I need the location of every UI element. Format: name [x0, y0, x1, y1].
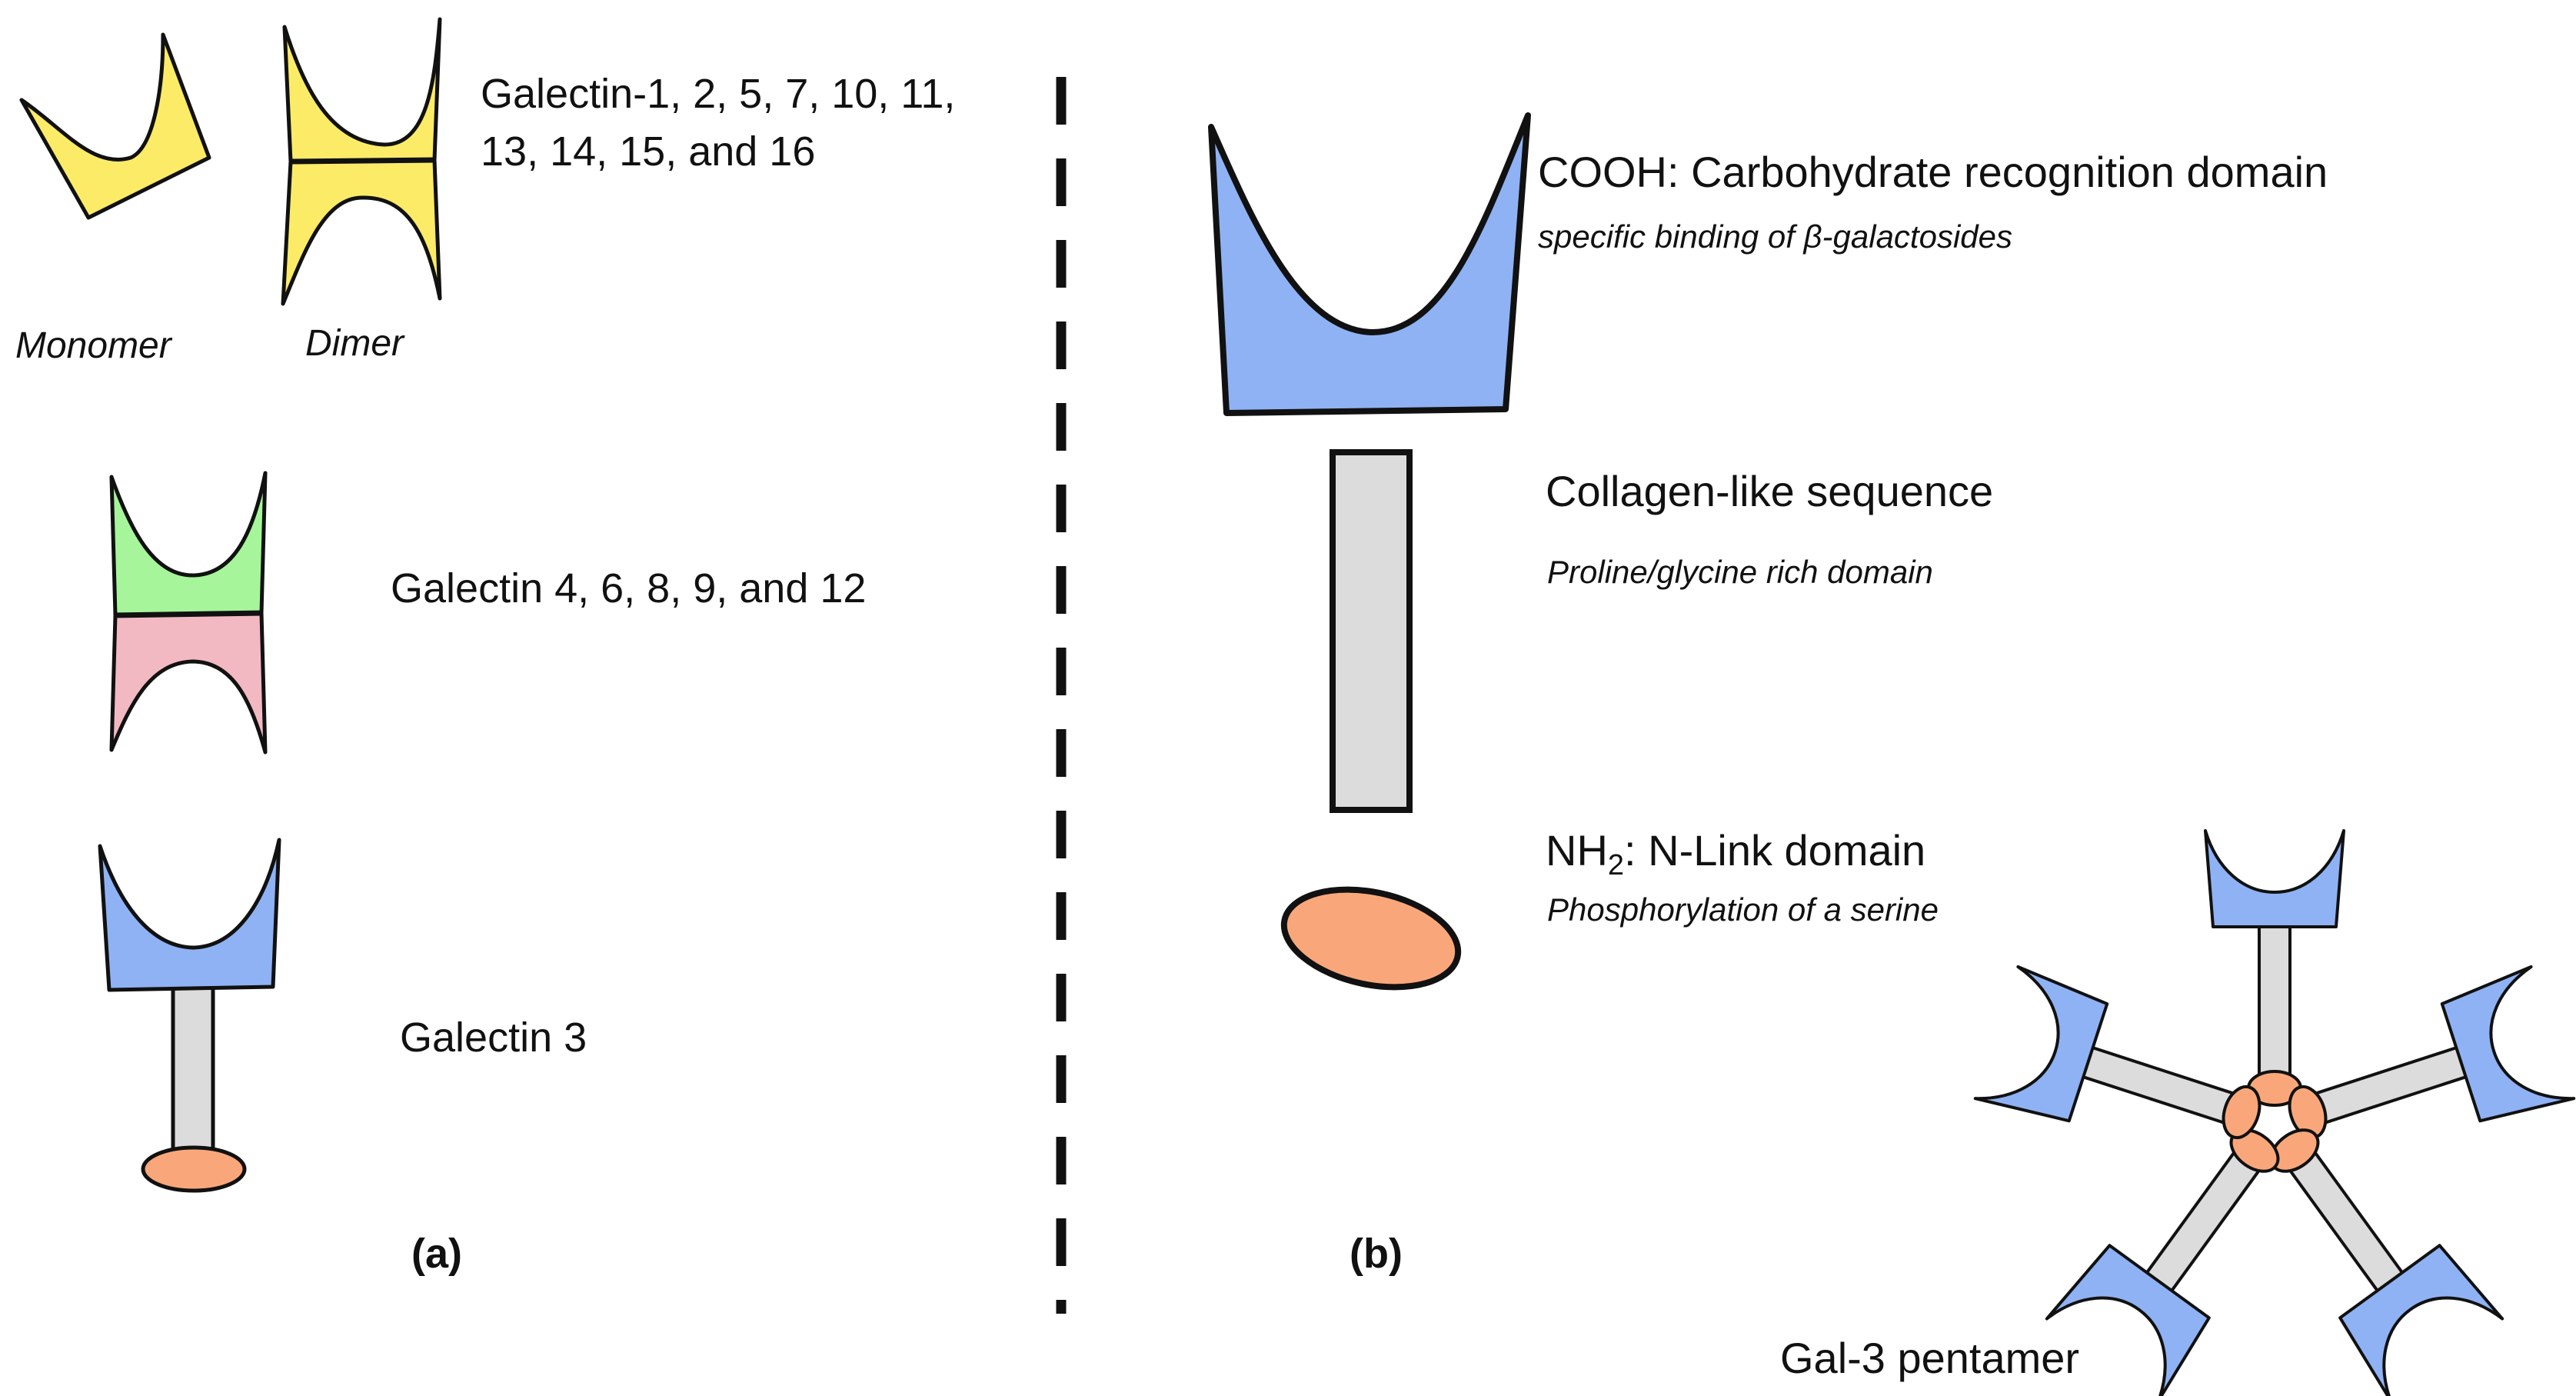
gal3-pentamer	[1973, 829, 2576, 1396]
nlink-rest: : N-Link domain	[1624, 826, 1925, 875]
group3-text: Galectin 3	[400, 1015, 587, 1061]
dimer-label: Dimer	[305, 323, 405, 364]
group2-text: Galectin 4, 6, 8, 9, and 12	[391, 565, 866, 611]
galectin3-small-shape	[98, 838, 281, 1193]
tandem-repeat-shape	[109, 471, 268, 755]
pentamer-arm	[2311, 965, 2576, 1126]
nlink-title: NH2: N-Link domain	[1546, 826, 1925, 881]
collagen-shape	[1330, 449, 1413, 813]
monomer-label: Monomer	[15, 325, 173, 366]
pentamer-arm	[2287, 1148, 2504, 1396]
pentamer-arm	[2204, 829, 2345, 1078]
nlink-subscript: 2	[1608, 849, 1624, 881]
collagen-title: Collagen-like sequence	[1546, 467, 1993, 515]
pentamer-label: Gal-3 pentamer	[1780, 1334, 2079, 1382]
group1-text-line1: Galectin-1, 2, 5, 7, 10, 11,	[481, 71, 955, 117]
monomer-shape	[19, 32, 211, 220]
crd-subtitle: specific binding of β-galactosides	[1538, 218, 2012, 255]
panel-a-label: (a)	[411, 1231, 462, 1277]
nlink-prefix: NH	[1546, 826, 1608, 875]
collagen-subtitle: Proline/glycine rich domain	[1547, 554, 1933, 590]
dimer-shape	[281, 17, 442, 306]
nlink-subtitle: Phosphorylation of a serine	[1547, 891, 1939, 928]
panel-b-label: (b)	[1350, 1231, 1403, 1277]
crd-shape	[1208, 112, 1531, 416]
nlink-shape	[1280, 886, 1462, 991]
pentamer-core	[2222, 1070, 2328, 1173]
pentamer-arm	[2045, 1148, 2262, 1396]
group1-text-line2: 13, 14, 15, and 16	[481, 128, 815, 175]
crd-title: COOH: Carbohydrate recognition domain	[1538, 148, 2328, 196]
pentamer-arm	[1973, 965, 2238, 1126]
